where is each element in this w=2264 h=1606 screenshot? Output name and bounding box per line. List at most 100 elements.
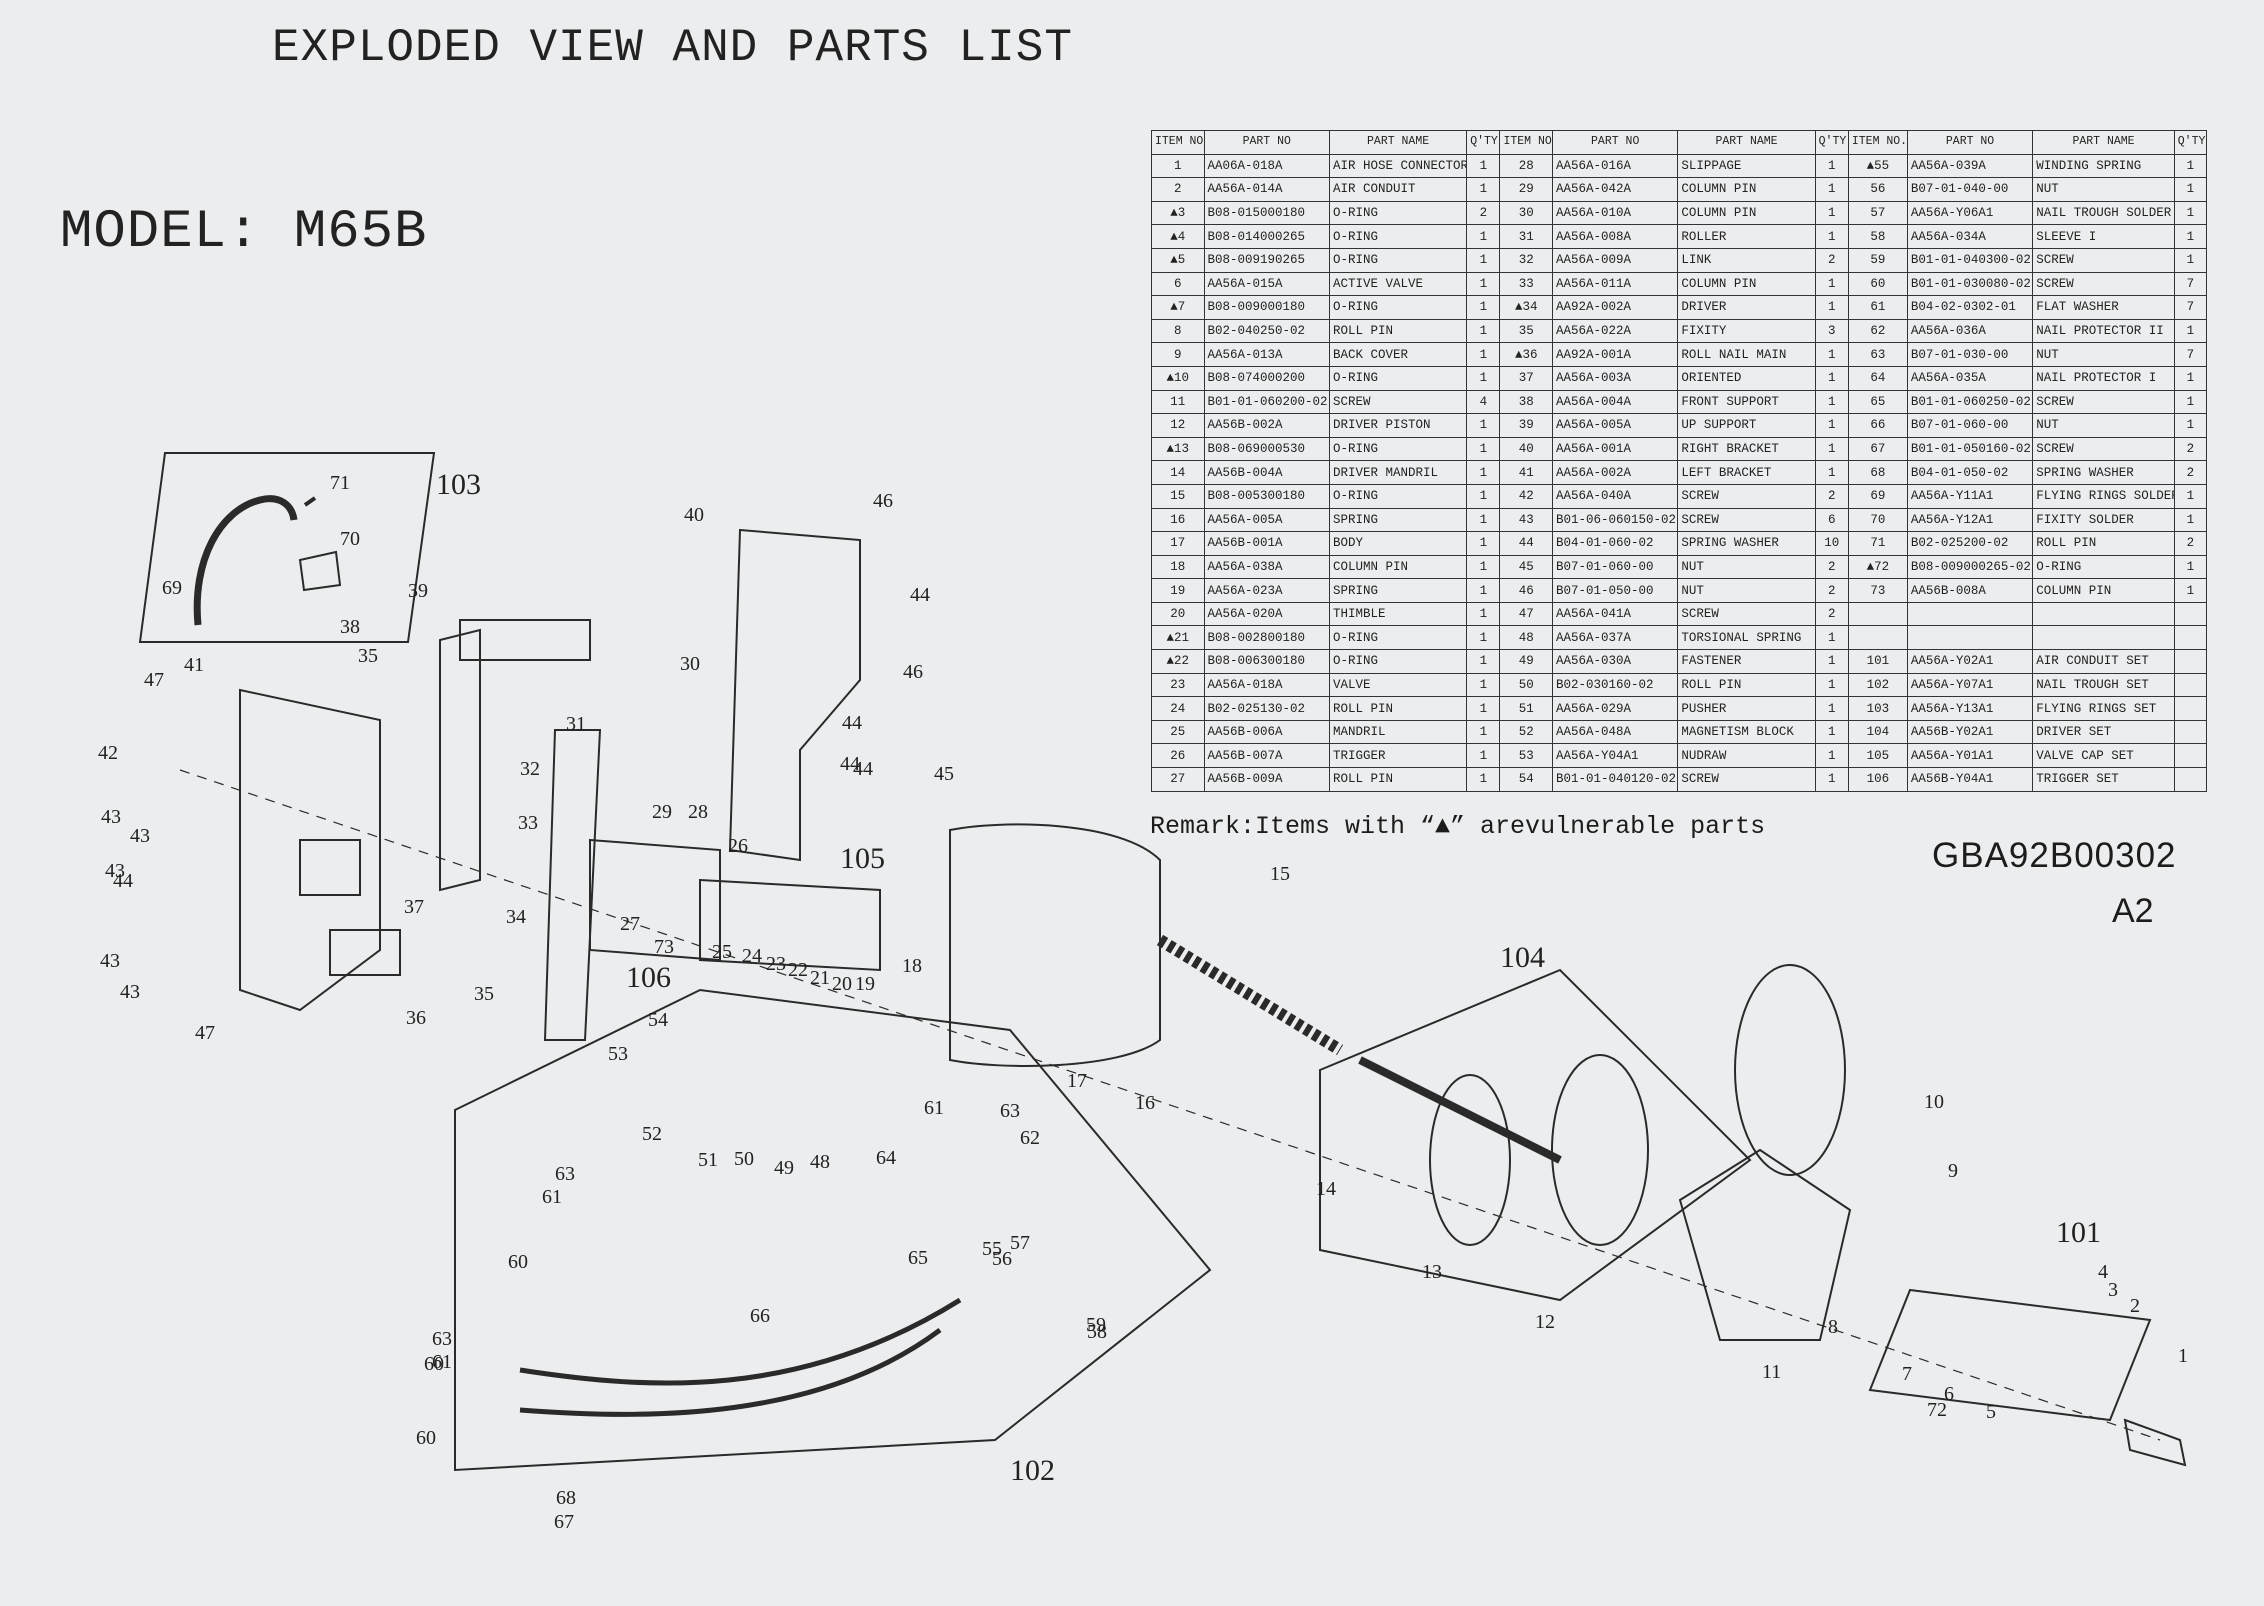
qty-cell: 1	[1466, 625, 1501, 651]
qty-cell: 1	[1814, 649, 1849, 674]
callout-106: 106	[626, 961, 671, 994]
part-no-cell: AA56A-Y07A1	[1906, 672, 2034, 698]
item-no-cell: 69	[1847, 483, 1908, 509]
callout-23: 23	[766, 953, 786, 975]
item-no-cell: 31	[1499, 224, 1553, 249]
part-name-cell: SPRING WASHER	[2032, 460, 2175, 485]
qty-cell: 1	[1466, 271, 1501, 297]
qty-cell: 1	[1466, 436, 1501, 462]
part-no-cell: B08-014000265	[1203, 224, 1330, 249]
item-no-cell: 65	[1847, 389, 1908, 415]
qty-cell: 4	[1466, 389, 1501, 415]
part-name-cell: FIXITY	[1677, 318, 1816, 344]
part-name-cell: MAGNETISM BLOCK	[1677, 719, 1816, 745]
item-no-cell: 6	[1151, 271, 1205, 297]
item-no-cell: 17	[1151, 531, 1205, 556]
part-name-cell: FRONT SUPPORT	[1677, 389, 1816, 415]
callout-69: 69	[162, 577, 182, 599]
part-39-up-support	[459, 619, 591, 661]
part-name-cell: AIR CONDUIT SET	[2032, 649, 2175, 674]
part-no-cell: AA56A-009A	[1551, 247, 1679, 273]
model-label: MODEL: M65B	[60, 202, 428, 263]
callout-43: 43	[120, 981, 140, 1003]
part-no-cell: B01-01-040120-02	[1551, 767, 1679, 792]
item-no-cell: ▲22	[1151, 649, 1205, 674]
qty-cell: 1	[1466, 342, 1501, 367]
part-no-cell: AA56A-036A	[1906, 318, 2034, 344]
item-no-cell: 71	[1847, 531, 1908, 556]
part-no-cell: AA56A-005A	[1203, 507, 1330, 533]
item-no-cell: 50	[1499, 672, 1553, 698]
part-no-cell: B04-02-0302-01	[1906, 295, 2034, 320]
item-no-cell: 15	[1151, 483, 1205, 509]
callout-32: 32	[520, 758, 540, 780]
qty-cell: 3	[1814, 318, 1849, 344]
qty-cell: 1	[1466, 295, 1501, 320]
column-header: PART NO	[1203, 130, 1330, 155]
item-no-cell: 42	[1499, 483, 1553, 509]
callout-30: 30	[680, 653, 700, 675]
assembly-axis-line	[179, 769, 2161, 1441]
qty-cell: 2	[1814, 483, 1849, 509]
part-no-cell: B04-01-060-02	[1551, 531, 1679, 556]
item-no-cell: 11	[1151, 389, 1205, 415]
part-name-cell: WINDING SPRING	[2032, 153, 2175, 179]
item-no-cell: 32	[1499, 247, 1553, 273]
qty-cell: 1	[1466, 318, 1501, 344]
qty-cell: 1	[1814, 342, 1849, 367]
part-name-cell: COLUMN PIN	[2032, 578, 2175, 603]
part-no-cell: B08-006300180	[1203, 649, 1330, 674]
callout-52: 52	[642, 1123, 662, 1145]
callout-63: 63	[432, 1328, 452, 1350]
box-102-frame	[454, 988, 1212, 1472]
part-name-cell: ROLL PIN	[1328, 318, 1468, 344]
part-name-cell: O-RING	[1328, 295, 1468, 320]
column-header: PART NAME	[1328, 130, 1468, 155]
callout-43: 43	[101, 806, 121, 828]
qty-cell: 1	[1466, 247, 1501, 273]
part-name-cell: O-RING	[1328, 649, 1468, 674]
part-no-cell: AA56A-020A	[1203, 601, 1330, 627]
part-name-cell: SCREW	[2032, 389, 2175, 415]
part-41-left-bracket	[239, 688, 381, 1012]
part-no-cell: B08-002800180	[1203, 625, 1330, 651]
part-name-cell: MANDRIL	[1328, 719, 1468, 745]
callout-8: 8	[1828, 1316, 1838, 1338]
callout-62: 62	[1020, 1127, 1040, 1149]
document-code: GBA92B00302	[1932, 836, 2177, 875]
callout-51: 51	[698, 1149, 718, 1171]
item-no-cell: ▲72	[1847, 554, 1908, 580]
qty-cell: 7	[2173, 295, 2208, 320]
item-no-cell: 23	[1151, 672, 1205, 698]
callout-21: 21	[810, 967, 830, 989]
column-header: Q'TY	[2173, 130, 2208, 155]
part-no-cell: AA56A-014A	[1203, 177, 1330, 202]
part-no-cell: B08-009000265-02	[1906, 554, 2034, 580]
callout-15: 15	[1270, 863, 1290, 885]
item-no-cell: 59	[1847, 247, 1908, 273]
callout-46: 46	[903, 661, 923, 683]
qty-cell: 1	[1466, 177, 1501, 202]
item-no-cell: 28	[1499, 153, 1553, 179]
part-17-body	[949, 823, 1161, 1067]
callout-61: 61	[432, 1351, 452, 1373]
part-name-cell: SCREW	[2032, 436, 2175, 462]
qty-cell: 1	[1466, 672, 1501, 698]
callout-105: 105	[840, 842, 885, 875]
item-no-cell: 18	[1151, 554, 1205, 580]
part-name-cell: SPRING	[1328, 507, 1468, 533]
item-no-cell: 29	[1499, 177, 1553, 202]
part-no-cell: B07-01-030-00	[1906, 342, 2034, 367]
qty-cell: 1	[1814, 743, 1849, 769]
box-105-frame	[699, 878, 881, 972]
item-no-cell: 53	[1499, 743, 1553, 769]
part-name-cell: SLIPPAGE	[1677, 153, 1816, 179]
item-no-cell: 57	[1847, 200, 1908, 226]
part-no-cell: AA56A-029A	[1551, 696, 1679, 721]
callout-34: 34	[506, 906, 526, 928]
callout-6: 6	[1944, 1383, 1954, 1405]
